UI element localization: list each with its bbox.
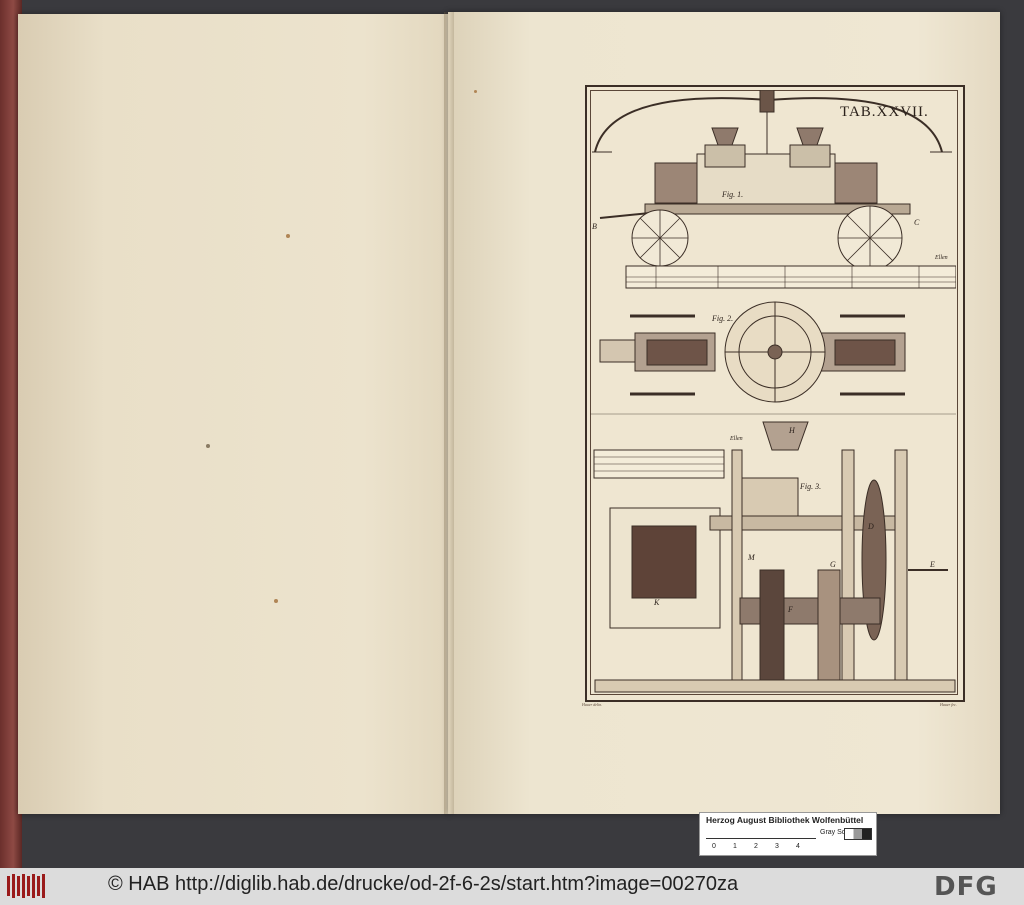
scale-label-bottom: Ellen — [730, 436, 743, 442]
paper-stain — [274, 599, 278, 603]
ruler-number: 1 — [733, 843, 737, 850]
letter-b: B — [592, 222, 597, 231]
left-page-blank — [18, 14, 450, 814]
ruler-number: 4 — [796, 843, 800, 850]
ruler-number: 3 — [775, 843, 779, 850]
letter-f: F — [788, 605, 793, 614]
paper-stain — [286, 234, 290, 238]
letter-k: K — [654, 598, 660, 607]
letter-d: D — [868, 522, 874, 531]
hab-logo-icon — [7, 874, 45, 898]
ruler-scale — [706, 828, 816, 839]
plate-title: TAB.XXVII. — [840, 104, 929, 120]
gray-scale-swatch — [844, 828, 872, 840]
fig-1-label: Fig. 1. — [722, 190, 744, 199]
letter-g: G — [830, 560, 836, 569]
gray-scale-label: Gray Scale — [820, 829, 855, 836]
letter-h: H — [789, 426, 795, 435]
ruler-number: 2 — [754, 843, 758, 850]
fig-2-label: Fig. 2. — [712, 314, 734, 323]
footer-bar — [0, 868, 1024, 905]
copyright-link[interactable]: © HAB http://diglib.hab.de/drucke/od-2f-… — [108, 873, 739, 895]
dfg-logo: DFG — [934, 872, 998, 902]
scale-label-top: Ellen — [935, 255, 948, 261]
engraver-credit-left: Hauer delin. — [582, 702, 603, 707]
page-gutter — [444, 12, 454, 814]
letter-m: M — [748, 553, 755, 562]
engraver-credit-right: Hauer fec. — [940, 702, 957, 707]
scanned-book-spread: TAB.XXVII. Fig. 1. Fig. 2. Fig. 3. Ellen… — [0, 0, 1024, 868]
paper-stain — [474, 90, 477, 93]
ruler-number: 0 — [712, 843, 716, 850]
library-name: Herzog August Bibliothek Wolfenbüttel — [706, 815, 864, 825]
fig-3-label: Fig. 3. — [800, 482, 822, 491]
letter-c: C — [914, 218, 920, 227]
paper-stain — [206, 444, 210, 448]
book-cover-edge — [0, 0, 22, 868]
letter-e: E — [930, 560, 935, 569]
library-color-card: Herzog August Bibliothek Wolfenbüttel Gr… — [699, 812, 877, 856]
engraving-drawing — [590, 90, 956, 693]
